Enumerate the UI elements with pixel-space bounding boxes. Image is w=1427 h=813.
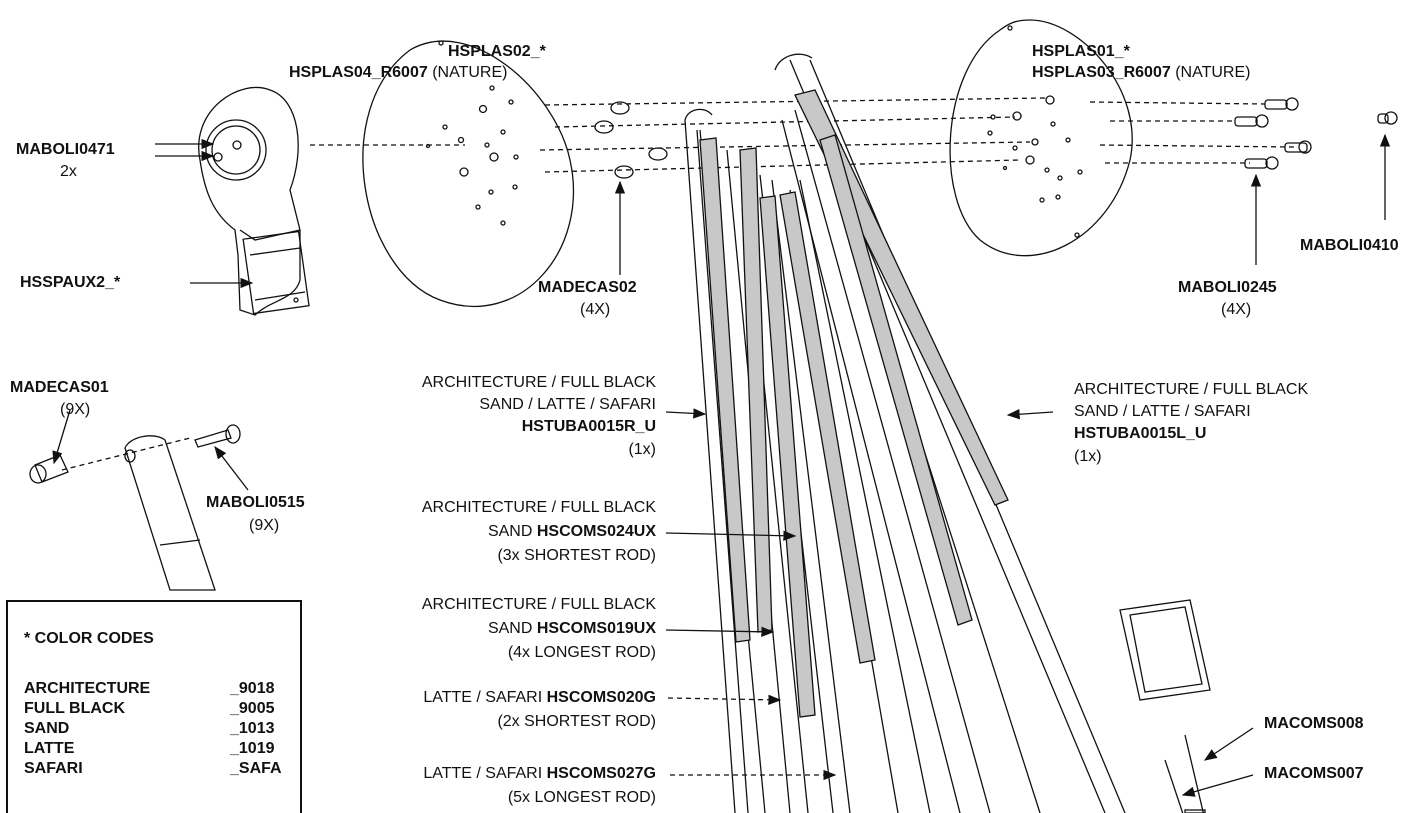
label-maboli0471-qty: 2x xyxy=(60,163,77,180)
label-madecas01-qty: (9X) xyxy=(60,401,91,418)
label-hscoms019ux-line2: SAND HSCOMS019UX xyxy=(356,619,656,639)
legend-row: LATTE _1019 xyxy=(24,740,275,758)
legend-name: LATTE xyxy=(24,740,75,757)
label-maboli0245-qty: (4X) xyxy=(1221,301,1252,318)
maboli0410-screw xyxy=(1377,111,1398,125)
label-hstuba0015r-line2: SAND / LATTE / SAFARI xyxy=(479,396,656,413)
rod-sleeves xyxy=(699,89,1009,718)
label-maboli0471: MABOLI0471 xyxy=(16,141,115,158)
legend-code: _1019 xyxy=(230,740,275,757)
label-maboli0515: MABOLI0515 xyxy=(206,494,305,511)
leader-hscoms024ux xyxy=(665,530,797,541)
label-hstuba0015l-line1: ARCHITECTURE / FULL BLACK xyxy=(1074,381,1309,398)
label-hscoms027g-line: LATTE / SAFARI HSCOMS027G xyxy=(356,764,656,784)
label-hstuba0015r-line1: ARCHITECTURE / FULL BLACK xyxy=(421,374,656,391)
leader-maboli0515 xyxy=(214,445,249,491)
label-hscoms020g-line: LATTE / SAFARI HSCOMS020G xyxy=(356,688,656,708)
label-madecas01: MADECAS01 xyxy=(10,379,109,396)
label-hscoms027g-prefix: LATTE / SAFARI xyxy=(423,765,547,782)
legend-code: _9005 xyxy=(230,700,275,717)
color-codes-legend: * COLOR CODES ARCHITECTURE _9018 FULL BLA… xyxy=(6,600,302,813)
leader-hstuba0015r xyxy=(665,408,707,419)
label-hscoms024ux: HSCOMS024UX xyxy=(536,523,656,540)
label-hscoms020g-prefix: LATTE / SAFARI xyxy=(423,689,547,706)
maboli0245-screws xyxy=(1234,97,1312,170)
label-hstuba0015r-qty: (1x) xyxy=(628,441,656,458)
label-maboli0245: MABOLI0245 xyxy=(1178,279,1277,296)
label-hstuba0015l-line2: SAND / LATTE / SAFARI xyxy=(1074,403,1251,420)
legend-name: SAND xyxy=(24,720,70,737)
label-hscoms019ux: HSCOMS019UX xyxy=(536,620,656,637)
leader-madecas01 xyxy=(52,409,71,465)
label-hscoms024ux-qty: (3x SHORTEST ROD) xyxy=(497,547,656,564)
madecas02-spacers xyxy=(594,101,668,179)
label-madecas02-qty: (4X) xyxy=(580,301,611,318)
label-hstuba0015r: HSTUBA0015R_U xyxy=(521,418,656,435)
label-hstuba0015l-qty: (1x) xyxy=(1074,448,1102,465)
legend-row: SAFARI _SAFA xyxy=(24,760,282,778)
madecas01-spacer xyxy=(29,454,69,484)
dashed-detail xyxy=(61,437,191,471)
legend-name: ARCHITECTURE xyxy=(24,680,151,697)
label-hsplas04: HSPLAS04_R6007 xyxy=(289,64,428,81)
label-hscoms024ux-line1: ARCHITECTURE / FULL BLACK xyxy=(421,499,656,516)
hub-part xyxy=(198,86,310,316)
leader-hscoms020g xyxy=(667,694,782,705)
legend-name: FULL BLACK xyxy=(24,700,126,717)
label-hstuba0015l: HSTUBA0015L_U xyxy=(1074,425,1207,442)
dashed-plate-right xyxy=(1089,101,1296,164)
label-hscoms024ux-line2: SAND HSCOMS024UX xyxy=(356,522,656,542)
legend-code: _SAFA xyxy=(230,760,282,777)
label-hsplas04-suffix: (NATURE) xyxy=(427,64,508,81)
label-hscoms020g: HSCOMS020G xyxy=(546,689,656,706)
label-hsspaux2: HSSPAUX2_* xyxy=(20,274,121,291)
label-hsplas01: HSPLAS01_* xyxy=(1032,43,1130,60)
label-hscoms024ux-prefix: SAND xyxy=(487,523,537,540)
label-hscoms027g: HSCOMS027G xyxy=(546,765,656,782)
dashed-plate-left xyxy=(539,97,1046,173)
left-plate xyxy=(362,40,575,307)
legend-row: FULL BLACK _9005 xyxy=(24,700,275,718)
label-madecas02: MADECAS02 xyxy=(538,279,637,296)
label-hscoms019ux-qty: (4x LONGEST ROD) xyxy=(507,644,656,661)
label-hsplas03: HSPLAS03_R6007 xyxy=(1032,64,1171,81)
right-plate xyxy=(949,19,1133,257)
label-macoms008: MACOMS008 xyxy=(1264,715,1364,732)
leader-hstuba0015l xyxy=(1006,409,1054,420)
label-hscoms019ux-prefix: SAND xyxy=(487,620,537,637)
label-hsplas03-suffix: (NATURE) xyxy=(1170,64,1251,81)
rod-handle xyxy=(1119,599,1211,813)
label-hscoms027g-qty: (5x LONGEST ROD) xyxy=(507,789,656,806)
label-hscoms020g-qty: (2x SHORTEST ROD) xyxy=(497,713,656,730)
leader-macoms007 xyxy=(1181,774,1254,797)
label-hscoms019ux-line1: ARCHITECTURE / FULL BLACK xyxy=(421,596,656,613)
label-maboli0515-qty: (9X) xyxy=(249,517,280,534)
legend-name: SAFARI xyxy=(24,760,83,777)
legend-title: * COLOR CODES xyxy=(24,630,154,647)
label-hsplas03-line: HSPLAS03_R6007 (NATURE) xyxy=(1032,63,1250,83)
label-hsplas02: HSPLAS02_* xyxy=(448,43,546,60)
maboli0515-screw xyxy=(194,424,241,448)
legend-row: ARCHITECTURE _9018 xyxy=(24,680,275,698)
label-hsplas04-line: HSPLAS04_R6007 (NATURE) xyxy=(289,63,507,83)
legend-code: _1013 xyxy=(230,720,275,737)
legend-row: SAND _1013 xyxy=(24,720,275,738)
leader-macoms008 xyxy=(1203,727,1254,761)
rod-end-detail xyxy=(124,435,216,591)
legend-code: _9018 xyxy=(230,680,275,697)
label-maboli0410: MABOLI0410 xyxy=(1300,237,1399,254)
leader-hscoms019ux xyxy=(665,626,775,637)
label-macoms007: MACOMS007 xyxy=(1264,765,1364,782)
